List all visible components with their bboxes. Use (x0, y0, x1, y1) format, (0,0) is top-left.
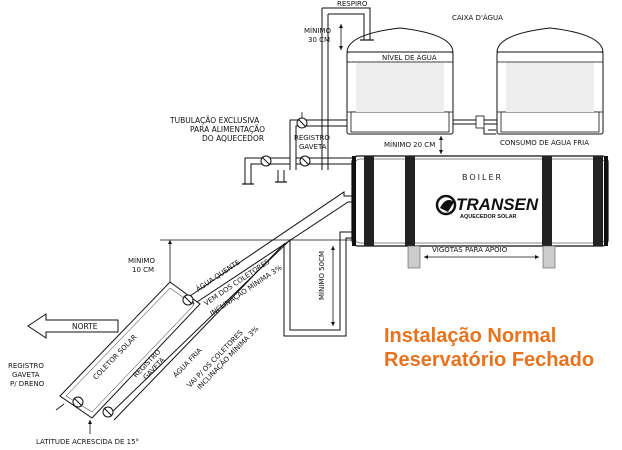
transen-logo-icon (435, 194, 457, 216)
label-caixa-dagua: CAIXA D'ÁGUA (452, 13, 503, 22)
label-tubulacao-2: PARA ALIMENTAÇÃO (190, 125, 265, 134)
gate-valve-icon (260, 155, 272, 167)
cold-water-pipe (109, 231, 352, 421)
gate-valve-icon (102, 406, 114, 418)
label-vigotas: VIGOTAS PARA APOIO (432, 246, 508, 254)
label-registro-gaveta-top-1: REGISTRO (294, 134, 330, 142)
drain-outlet (55, 403, 65, 411)
gate-valve-icon (182, 294, 194, 306)
vent-pipe (321, 7, 374, 170)
label-consumo-agua-fria: CONSUMO DE ÁGUA FRIA (500, 138, 589, 147)
gate-valve-icon (296, 112, 308, 129)
label-boiler: BOILER (462, 173, 503, 182)
label-minimo-50cm: MÍNIMO 50CM (317, 251, 326, 300)
label-minimo-30cm-1: MÍNIMO (304, 26, 331, 35)
brand-name: TRANSEN (456, 195, 539, 214)
label-minimo-20cm: MÍNIMO 20 CM (384, 140, 435, 149)
label-minimo-10cm-1: MÍNIMO (128, 256, 155, 265)
gate-valve-icon (299, 155, 311, 167)
solar-collector (59, 281, 201, 419)
label-minimo-30cm-2: 30 CM (308, 36, 330, 44)
label-registro-gaveta-top-2: GAVETA (299, 143, 327, 151)
dim-min-30cm (339, 24, 343, 50)
label-tubulacao-3: DO AQUECEDOR (202, 134, 264, 143)
label-vai-p-os-coletores-2: INCLINAÇÃO MÍNIMA 3% (195, 324, 261, 392)
gate-valve-icon (72, 396, 84, 408)
label-minimo-10cm-2: 10 CM (132, 266, 154, 274)
label-registro-dreno-1: REGISTRO (8, 362, 44, 370)
dim-min-20cm (439, 136, 443, 154)
hot-water-pipe (189, 191, 352, 305)
north-arrow-icon (27, 313, 119, 339)
label-tubulacao-1: TUBULAÇÃO EXCLUSIVA (169, 116, 260, 125)
label-registro-dreno-2: GAVETA (12, 371, 40, 379)
dim-min-50cm (331, 246, 335, 326)
boiler (351, 155, 609, 247)
label-respiro: RESPIRO (337, 0, 368, 8)
label-registro-dreno-3: P/ DRENO (10, 380, 45, 388)
boiler-supports (407, 245, 556, 269)
label-latitude: LATITUDE ACRESCIDA DE 15° (36, 438, 139, 446)
brand-subtitle: AQUECEDOR SOLAR (460, 214, 517, 220)
cold-water-consumption-pipe (483, 128, 496, 135)
label-nivel-de-agua: NÍVEL DE ÁGUA (382, 53, 437, 62)
title-line-1: Instalação Normal (384, 325, 556, 347)
tank-coupling (475, 115, 485, 129)
water-tank-left (346, 27, 454, 135)
water-tank-right (496, 27, 604, 135)
label-norte: NORTE (72, 322, 98, 331)
title-line-2: Reservatório Fechado (384, 349, 594, 371)
latitude-arrow (88, 420, 92, 434)
